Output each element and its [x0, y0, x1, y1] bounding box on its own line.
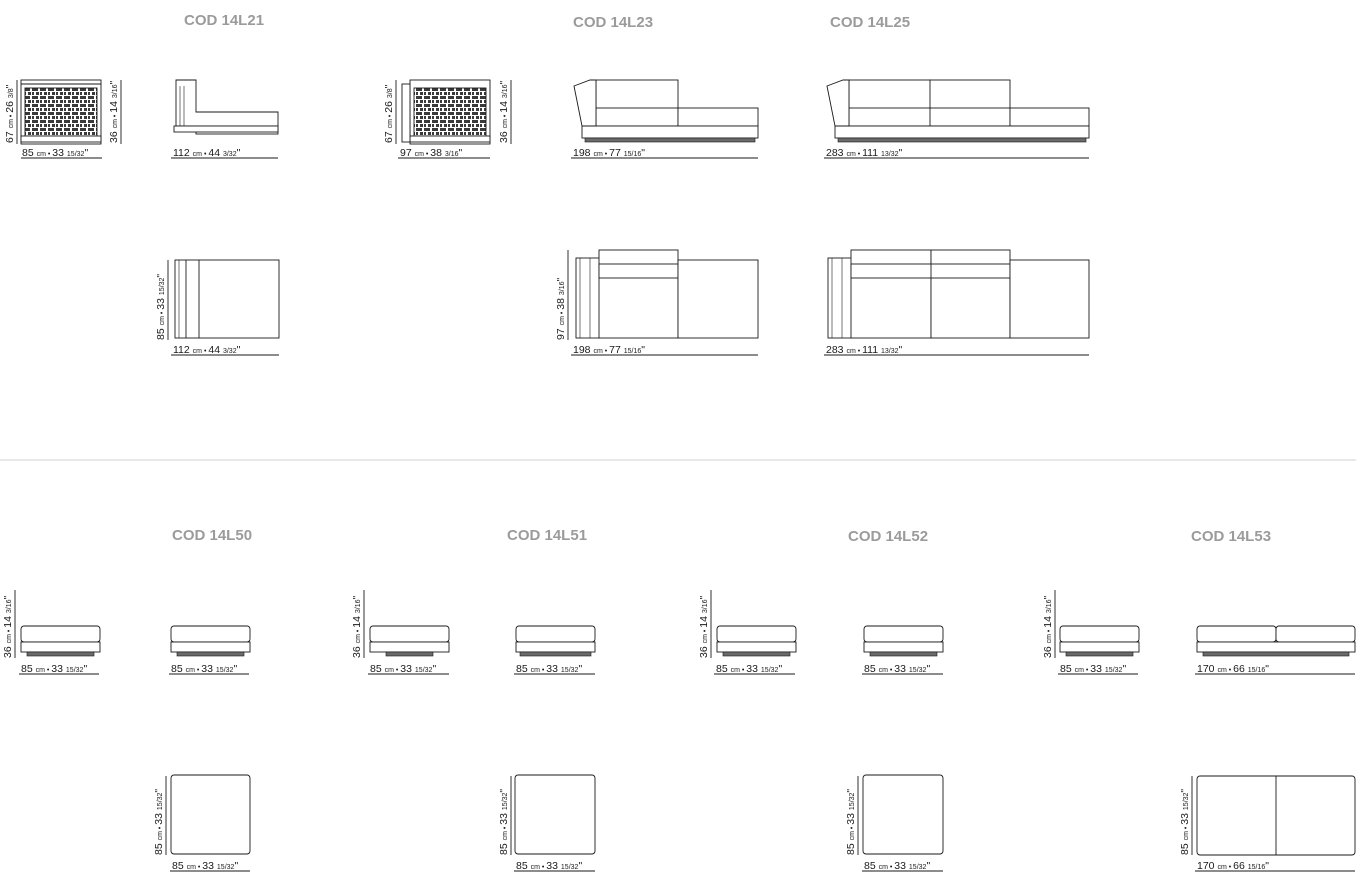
drawing-14l25-front [826, 79, 1090, 143]
drawing-14l51-plan [514, 774, 596, 855]
dimension-label-112: 112 cm • 44 3/32" [173, 344, 241, 356]
dimension-label-85: 85 cm • 33 15/32" [155, 274, 167, 340]
dimension-label-170: 170 cm • 66 15/16" [1197, 860, 1269, 872]
drawing-14l21b-front [401, 79, 491, 145]
dimension-label-85: 85 cm • 33 15/32" [171, 663, 237, 675]
dimension-label-36: 36 cm • 14 3/16" [108, 80, 120, 143]
dimension-label-112: 112 cm • 44 3/32" [173, 147, 241, 159]
code-14l52: COD 14L52 [848, 528, 928, 545]
code-14l51: COD 14L51 [507, 527, 587, 544]
drawing-14l52-plan [862, 774, 944, 855]
dimension-label-85: 85 cm • 33 15/32" [716, 663, 782, 675]
dimension-label-283: 283 cm • 111 13/32" [826, 344, 903, 356]
dimension-label-97: 97 cm • 38 3/16" [555, 277, 567, 340]
dimension-label-198: 198 cm • 77 15/16" [573, 147, 645, 159]
dimension-label-85: 85 cm • 33 15/32" [516, 860, 582, 872]
dimension-label-85: 85 cm • 33 15/32" [172, 860, 238, 872]
dimension-label-85: 85 cm • 33 15/32" [22, 147, 88, 159]
code-14l21: COD 14L21 [184, 12, 264, 29]
dimension-label-85: 85 cm • 33 15/32" [153, 789, 165, 855]
drawing-14l21-plan [174, 259, 280, 339]
drawing-14l53-front [1059, 625, 1140, 657]
dimension-label-170: 170 cm • 66 15/16" [1197, 663, 1269, 675]
code-14l25: COD 14L25 [830, 14, 910, 31]
drawing-14l23-plan [575, 249, 759, 339]
drawing-14l53-plan [1196, 775, 1356, 856]
dimension-label-85: 85 cm • 33 15/32" [864, 663, 930, 675]
drawing-14l51-front [369, 625, 450, 657]
dimension-label-198: 198 cm • 77 15/16" [573, 344, 645, 356]
dimension-lines [14, 80, 1355, 872]
dimension-label-85: 85 cm • 33 15/32" [1060, 663, 1126, 675]
dimension-label-36: 36 cm • 14 3/16" [2, 595, 14, 658]
code-14l23: COD 14L23 [573, 14, 653, 31]
drawing-14l53-side [1196, 625, 1356, 657]
drawing-14l50-plan [170, 774, 251, 855]
dimension-label-36: 36 cm • 14 3/16" [1042, 595, 1054, 658]
dimension-label-67: 67 cm • 26 3/8" [4, 84, 16, 143]
code-14l53: COD 14L53 [1191, 528, 1271, 545]
dimension-label-36: 36 cm • 14 3/16" [351, 595, 363, 658]
code-14l50: COD 14L50 [172, 527, 252, 544]
drawing-14l25-plan [827, 249, 1090, 339]
dimension-label-97: 97 cm • 38 3/16" [400, 147, 463, 159]
dimension-label-36: 36 cm • 14 3/16" [698, 595, 710, 658]
drawing-14l50-front [20, 625, 101, 657]
dimension-label-283: 283 cm • 111 13/32" [826, 147, 903, 159]
dimension-label-85: 85 cm • 33 15/32" [370, 663, 436, 675]
dimension-label-85: 85 cm • 33 15/32" [516, 663, 582, 675]
drawing-14l23-front [573, 79, 759, 143]
dimension-label-85: 85 cm • 33 15/32" [498, 789, 510, 855]
dimension-label-85: 85 cm • 33 15/32" [864, 860, 930, 872]
dimension-label-85: 85 cm • 33 15/32" [845, 789, 857, 855]
drawing-14l52-front [716, 625, 797, 657]
dimension-label-67: 67 cm • 26 3/8" [383, 84, 395, 143]
drawing-14l21-side [173, 79, 279, 135]
drawing-14l52-side [863, 625, 944, 657]
dimension-label-36: 36 cm • 14 3/16" [498, 80, 510, 143]
drawing-14l21-front [20, 79, 102, 145]
drawing-14l50-side [170, 625, 251, 657]
dimension-label-85: 85 cm • 33 15/32" [1179, 789, 1191, 855]
dimension-label-85: 85 cm • 33 15/32" [21, 663, 87, 675]
drawing-14l51-side [515, 625, 596, 657]
